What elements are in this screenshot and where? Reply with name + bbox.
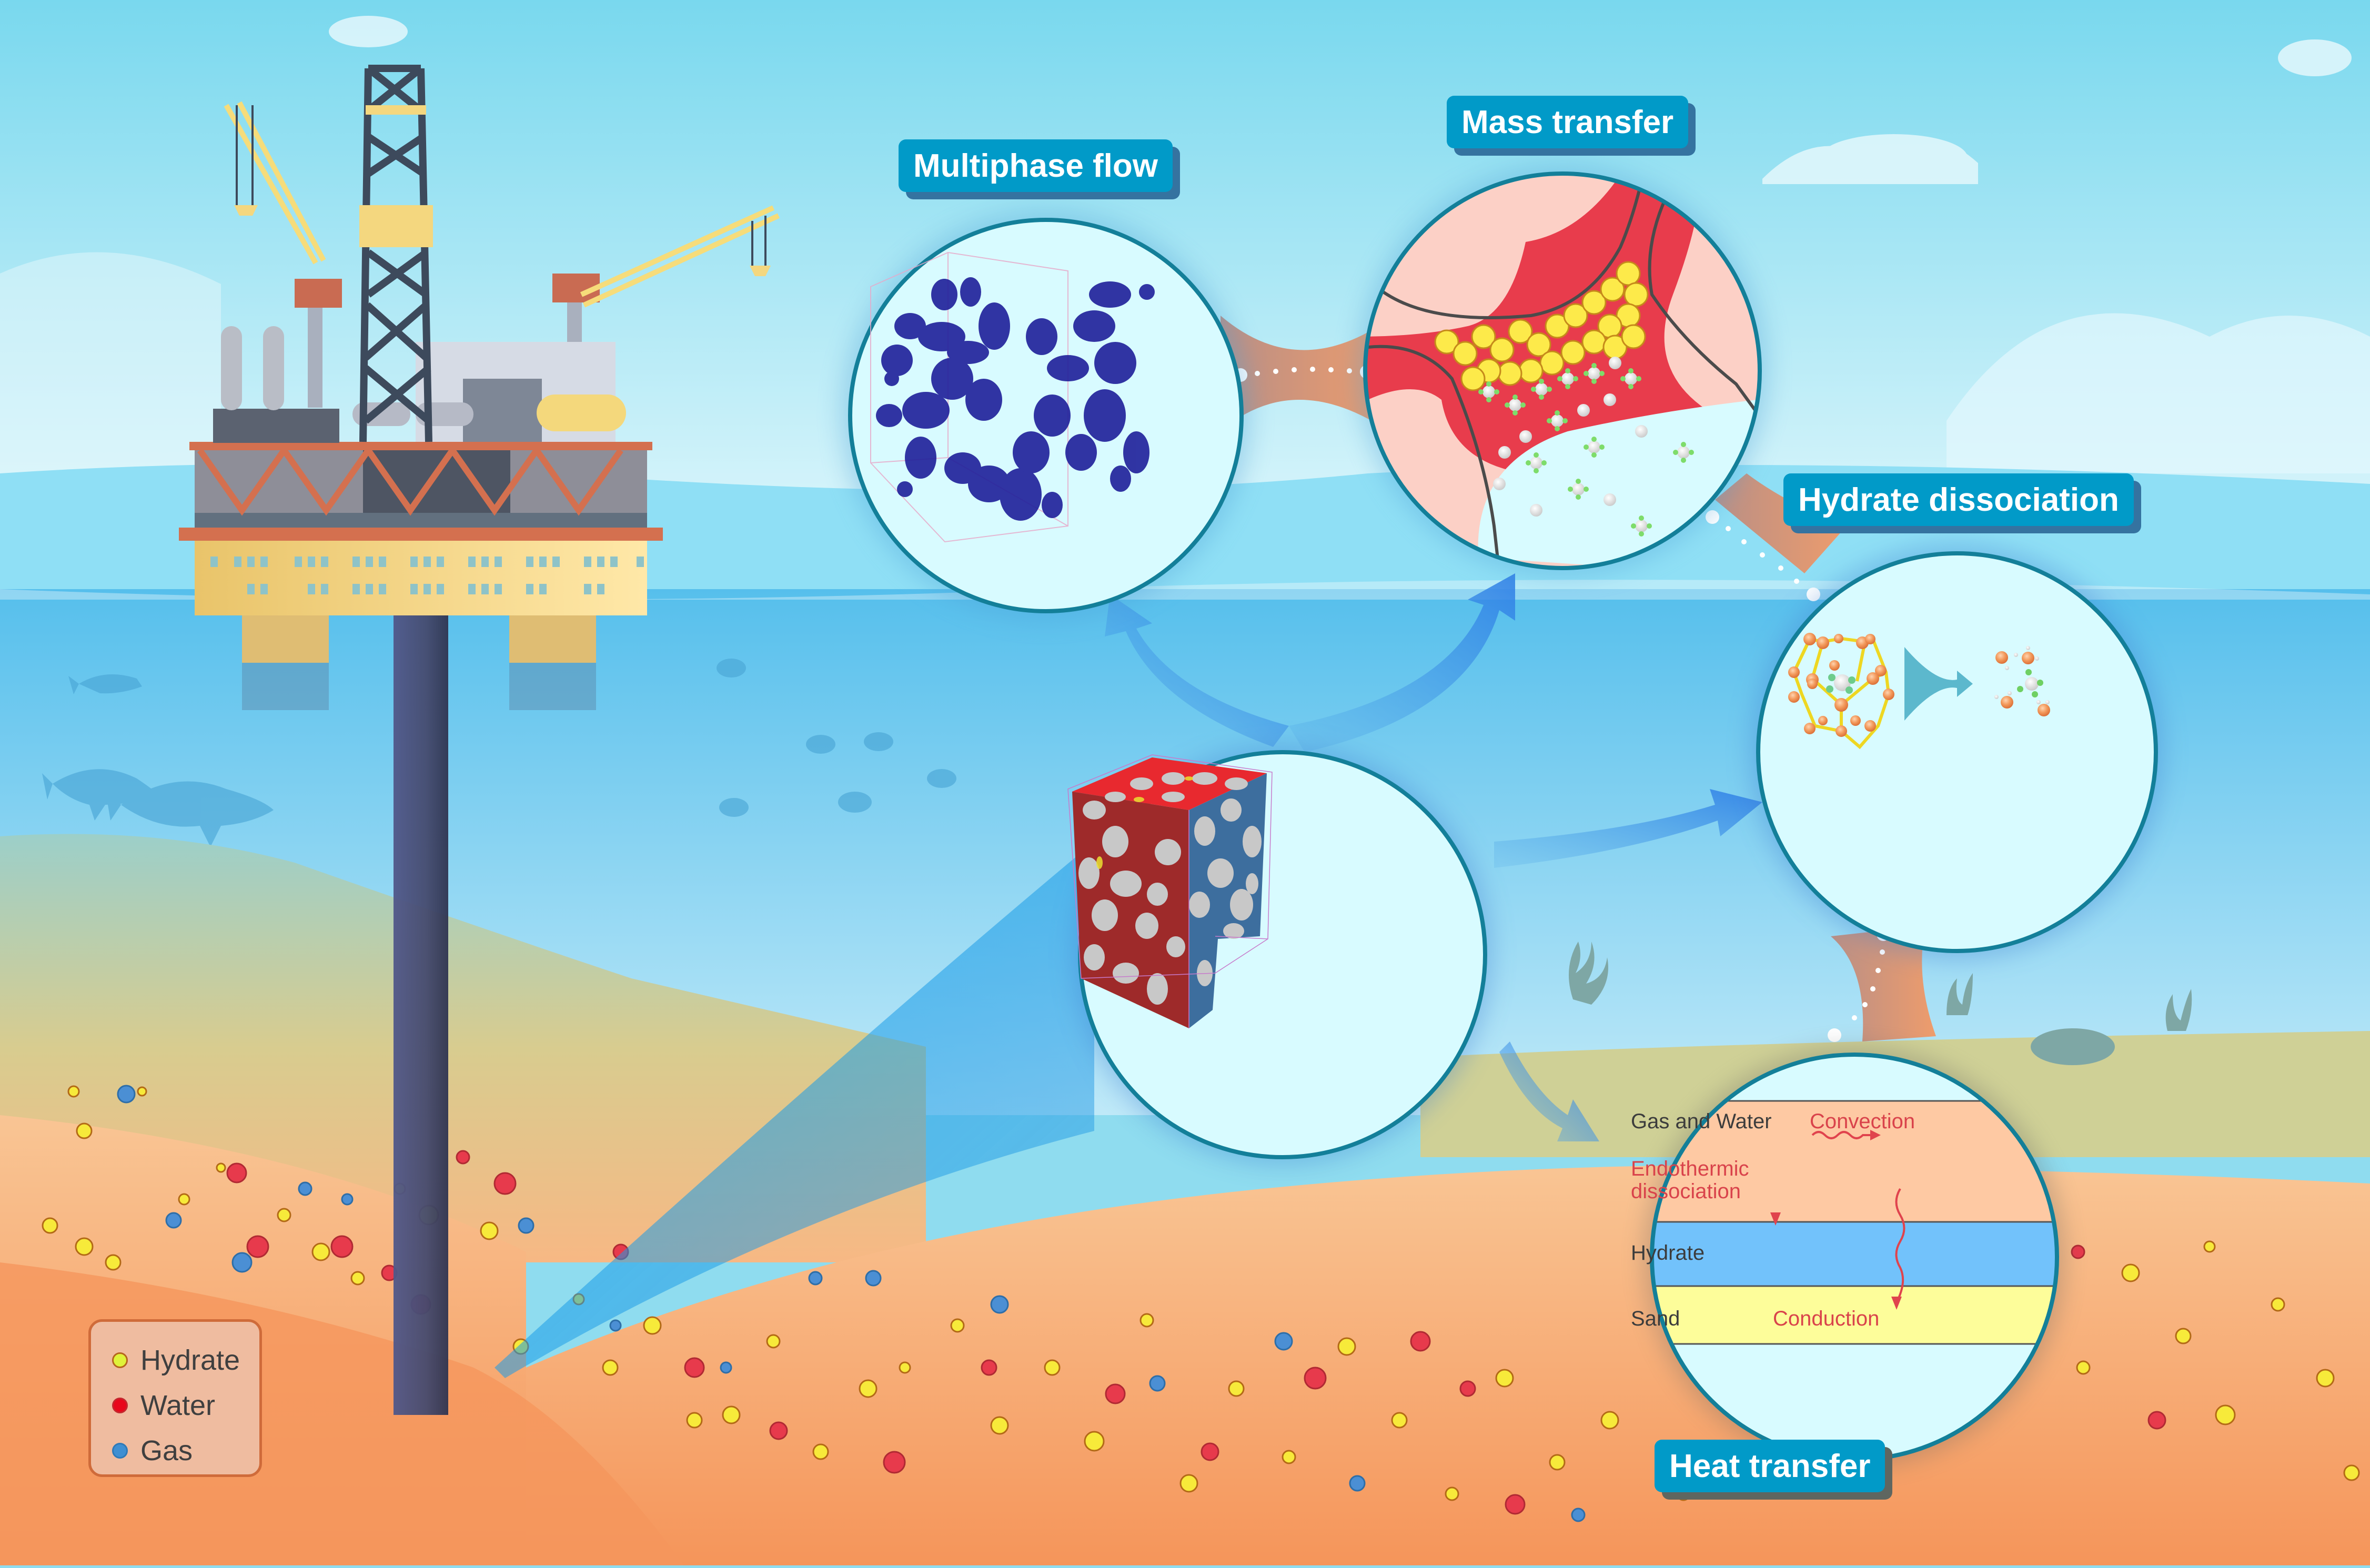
label-convection: Convection xyxy=(1810,1110,1915,1133)
riser-pipe xyxy=(394,594,448,1415)
label-conduction: Conduction xyxy=(1773,1307,1880,1330)
multiphase-flow-title: Multiphase flow xyxy=(899,139,1173,192)
hydrate-dissociation-panel xyxy=(1749,544,2165,960)
layer-gas-water xyxy=(1652,1100,2057,1223)
connector-dissociation-heat xyxy=(1831,926,1936,1041)
label-hydrate-layer: Hydrate xyxy=(1631,1241,1705,1264)
layer-hydrate xyxy=(1652,1221,2057,1287)
process-arrows xyxy=(1105,573,1762,1141)
sand-grains xyxy=(1078,772,1262,1005)
sediment-particles xyxy=(42,1085,2360,1522)
legend-item-hydrate: Hydrate xyxy=(91,1338,259,1383)
label-sand-layer: Sand xyxy=(1631,1307,1680,1330)
fish-silhouettes xyxy=(42,659,956,847)
gas-bubbles-3d xyxy=(876,277,1155,521)
heat-transfer-title: Heat transfer xyxy=(1655,1440,1885,1492)
clouds xyxy=(0,16,2370,473)
convection-arrow xyxy=(1811,1131,1873,1139)
methane-molecules xyxy=(1478,357,1694,537)
clathrate-cage xyxy=(1788,633,1894,750)
offshore-platform xyxy=(179,65,780,710)
gas-dot-icon xyxy=(112,1443,128,1459)
hydrate-dissociation-title: Hydrate dissociation xyxy=(1783,473,2134,526)
mass-transfer-title: Mass transfer xyxy=(1447,96,1689,148)
mass-transfer-panel xyxy=(1356,165,1769,577)
connector-flow-mass xyxy=(1221,316,1389,431)
water-dot-icon xyxy=(112,1398,128,1413)
legend-item-gas: Gas xyxy=(91,1428,259,1473)
dissociation-arrow xyxy=(1904,647,1973,721)
label-endothermic: Endothermic xyxy=(1631,1157,1749,1180)
heat-transfer-panel xyxy=(1644,1047,2065,1468)
hydrate-dot-icon xyxy=(112,1352,128,1368)
seaweed xyxy=(1569,942,2192,1065)
connector-mass-dissociation xyxy=(1715,473,1847,573)
legend: Hydrate Water Gas xyxy=(88,1319,262,1477)
conduction-arrow xyxy=(1895,1188,1905,1300)
pore-scale-panel xyxy=(1067,744,1493,1165)
zoom-beam xyxy=(495,842,1094,1378)
hydrate-dissociation-circle xyxy=(1756,551,2158,953)
label-gas-and-water: Gas and Water xyxy=(1631,1110,1772,1133)
label-dissociation: dissociation xyxy=(1631,1180,1741,1203)
released-molecules xyxy=(1994,646,2050,716)
multiphase-flow-panel xyxy=(841,210,1251,621)
endothermic-arrow xyxy=(1770,1212,1781,1226)
legend-item-water: Water xyxy=(91,1383,259,1428)
layer-sand xyxy=(1652,1285,2057,1345)
